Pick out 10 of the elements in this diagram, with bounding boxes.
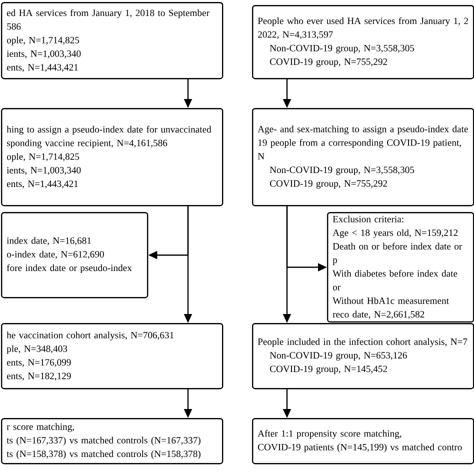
exclusion-box: index date, N=16,681 o-index date, N=612,690 fore index date or pseudo-index <box>1 212 148 298</box>
exclusion-box: Exclusion criteria: Age < 18 years old, N=159,212 Death on or before index date or p With diabetes before index date or Without HbA1c measurement reco date, N=2,661,582 <box>327 212 474 323</box>
process-box: People included in the infection cohort analysis, N=7 Non-COVID-19 group, N=653,126 COVID-19 group, N=145,452 <box>252 323 474 390</box>
process-box: Age- and sex-matching to assign a pseudo-index date 19 people from a corresponding COVID-19 patient, N Non-COVID-19 group, N=3,558,305 COVID-19 group, N=755,292 <box>252 108 474 206</box>
process-box: hing to assign a pseudo-index date for unvaccinated sponding vaccine recipient, N=4,161,586 ople, N=1,714,825 ients, N=1,003,340 ents, N=1,443,421 <box>1 108 224 206</box>
process-box: ed HA services from January 1, 2018 to September 586 ople, N=1,714,825 ients, N=1,003,340 ents, N=1,443,421 <box>1 2 224 80</box>
process-box: he vaccination cohort analysis, N=706,631 ple, N=348,403 ents, N=176,099 ents, N=182,129 <box>1 323 224 390</box>
process-box: People who ever used HA services from January 1, 2 2022, N=4,313,597 Non-COVID-19 group, N=3,558,305 COVID-19 group, N=755,292 <box>252 5 474 80</box>
process-box: After 1:1 propensity score matching, COVID-19 patients (N=145,199) vs matched contro <box>252 418 474 464</box>
process-box: r score matching, ts (N=167,337) vs matched controls (N=167,337) ts (N=158,378) vs matched controls (N=158,378) <box>1 418 224 464</box>
